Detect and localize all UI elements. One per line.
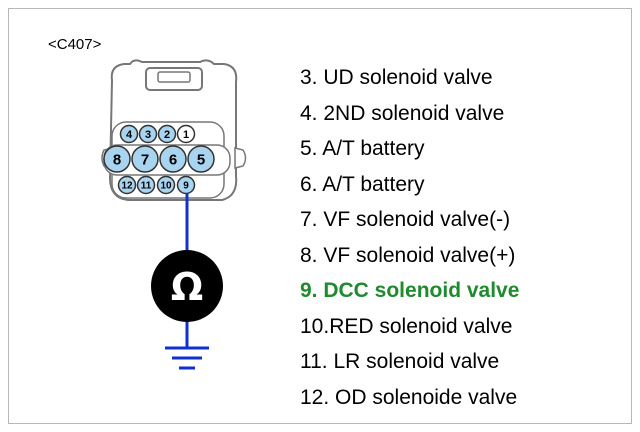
pin-description: 7. VF solenoid valve(-) [300, 208, 511, 231]
connector-label: <C407> [48, 36, 102, 53]
pin-circle [119, 124, 139, 144]
pin-circle [136, 175, 156, 195]
pin-number: 5 [197, 151, 205, 168]
ohm-symbol: Ω [171, 265, 203, 309]
pin-number: 3 [145, 129, 151, 141]
pin-circle [157, 124, 177, 144]
pin-circle [187, 145, 215, 173]
diagram-frame [8, 8, 632, 424]
pin-number: 8 [113, 151, 121, 168]
pin-description: 6. A/T battery [300, 172, 425, 196]
pin-circle [176, 124, 196, 144]
pin-description: 10.RED solenoid valve [300, 314, 513, 338]
pin-number: 1 [183, 129, 189, 141]
ground-icon [165, 346, 209, 370]
ohmmeter-icon [151, 250, 223, 322]
pin-description: 9. DCC solenoid valve [300, 279, 520, 302]
pin-circle [103, 145, 131, 173]
pin-number: 4 [126, 129, 133, 141]
pin-circle [131, 145, 159, 173]
pin-circle [117, 175, 137, 195]
pin-description: 11. LR solenoid valve [300, 350, 500, 373]
pin-number: 2 [164, 129, 170, 141]
pin-circle [156, 175, 176, 195]
pin-number: 12 [121, 181, 133, 192]
pin-number: 10 [160, 181, 172, 192]
pin-description: 4. 2ND solenoid valve [300, 101, 505, 125]
pin-description: 8. VF solenoid valve(+) [300, 243, 516, 267]
pin-circle [159, 145, 187, 173]
pin-circle [138, 124, 158, 144]
pin-description: 3. UD solenoid valve [300, 66, 493, 89]
pin-description-list: 3. UD solenoid valve 4. 2ND solenoid valv… [300, 60, 519, 415]
pin-number: 11 [141, 181, 152, 192]
pin-number: 7 [141, 151, 149, 168]
pin-description: 5. A/T battery [300, 137, 425, 160]
pin-number: 9 [183, 181, 189, 192]
pin-description: 12. OD solenoide valve [300, 385, 518, 409]
pin-number: 6 [169, 151, 177, 168]
